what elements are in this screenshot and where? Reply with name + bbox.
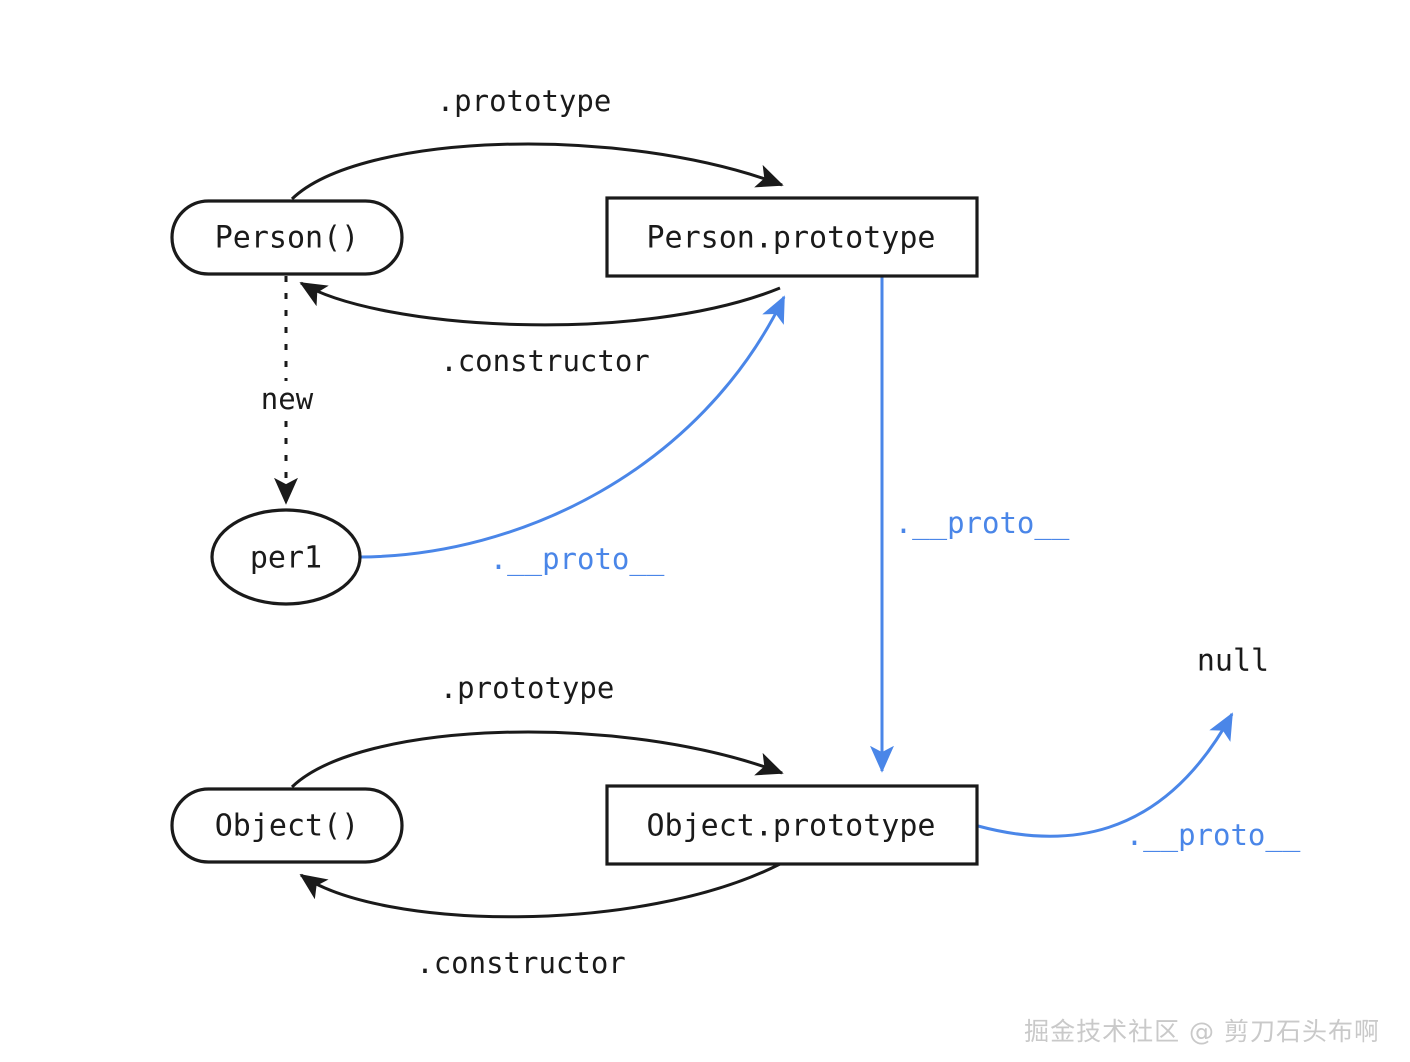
node-null: null [1197,644,1269,679]
node-object-prototype[interactable]: Object.prototype [605,784,979,866]
edge-label-constructor-object: .constructor [416,946,626,980]
node-person-fn[interactable]: Person() [170,199,404,276]
node-label-object-fn: Object() [215,809,360,844]
watermark-text: 掘金技术社区 @ 剪刀石头布啊 [1024,1017,1380,1046]
node-label-person-prototype: Person.prototype [647,221,936,256]
edge-label-new: new [261,382,314,416]
node-label-object-prototype: Object.prototype [647,809,936,844]
edge-object-prototype-proto-null: .__proto__ [977,712,1301,853]
edge-person-prototype-proto-object-prototype: .__proto__ [870,277,1070,773]
edge-object-to-prototype: .prototype [290,671,784,789]
edge-person-to-prototype: .prototype [290,84,784,201]
edge-label-prototype-person: .prototype [437,84,612,118]
edge-label-proto-per1: .__proto__ [490,542,665,577]
edge-person-new-per1: new [261,276,314,505]
edge-per1-proto-person-prototype: .__proto__ [359,295,786,577]
node-person-prototype[interactable]: Person.prototype [605,196,979,278]
node-per1[interactable]: per1 [210,508,362,606]
edge-prototype-to-person: .constructor [299,281,781,378]
node-label-null: null [1197,644,1269,679]
edge-label-proto-person-prototype: .__proto__ [895,506,1070,541]
node-label-person-fn: Person() [215,221,360,256]
edge-label-proto-object-prototype: .__proto__ [1126,818,1301,853]
edge-object-prototype-to-object: .constructor [299,862,781,980]
node-label-per1: per1 [250,541,322,576]
edge-label-constructor-person: .constructor [440,344,650,378]
edge-label-prototype-object: .prototype [440,671,615,705]
node-object-fn[interactable]: Object() [170,787,404,864]
